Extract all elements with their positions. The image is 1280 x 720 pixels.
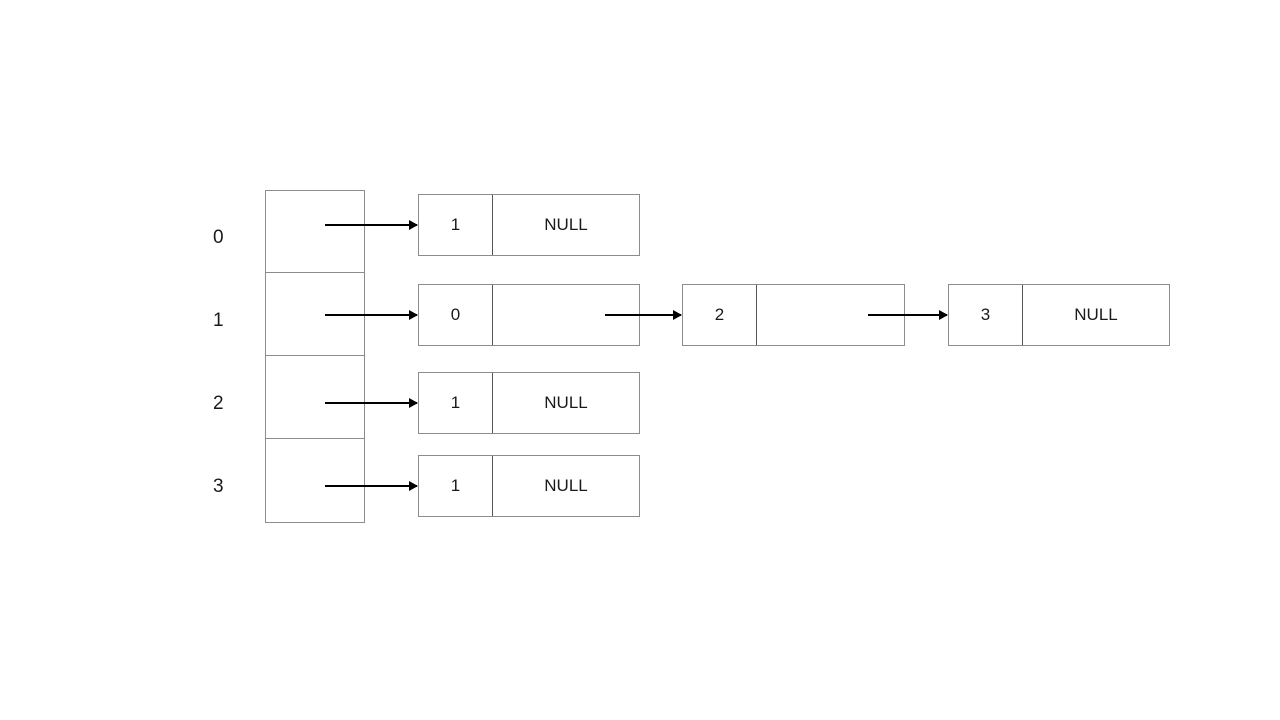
bucket-cell-2[interactable] <box>265 356 365 439</box>
bucket-index-label-2: 2 <box>213 393 224 414</box>
bucket-cell-0[interactable] <box>265 190 365 273</box>
node-key: 1 <box>419 456 493 516</box>
list-node-b1-n0[interactable]: 0 <box>418 284 640 346</box>
bucket-index-label-3: 3 <box>213 476 224 497</box>
node-value: NULL <box>544 393 588 412</box>
arrow-b1-n1-to-n2 <box>868 314 947 316</box>
node-key: 2 <box>683 285 757 345</box>
node-key: 1 <box>419 373 493 433</box>
arrow-bucket-3-to-node-0 <box>325 485 417 487</box>
list-node-b2-n0[interactable]: 1 NULL <box>418 372 640 434</box>
bucket-cell-3[interactable] <box>265 439 365 522</box>
list-node-b1-n2[interactable]: 3 NULL <box>948 284 1170 346</box>
arrow-bucket-1-to-node-0 <box>325 314 417 316</box>
list-node-b0-n0[interactable]: 1 NULL <box>418 194 640 256</box>
bucket-array <box>265 190 365 523</box>
node-value: NULL <box>544 476 588 495</box>
list-node-b3-n0[interactable]: 1 NULL <box>418 455 640 517</box>
arrow-bucket-0-to-node-0 <box>325 224 417 226</box>
node-key: 0 <box>419 285 493 345</box>
node-value: NULL <box>544 215 588 234</box>
arrow-bucket-2-to-node-0 <box>325 402 417 404</box>
arrow-b1-n0-to-n1 <box>605 314 681 316</box>
bucket-cell-1[interactable] <box>265 273 365 356</box>
node-key: 1 <box>419 195 493 255</box>
bucket-index-label-0: 0 <box>213 227 224 248</box>
node-value: NULL <box>1074 305 1118 324</box>
bucket-index-label-1: 1 <box>213 310 224 331</box>
node-key: 3 <box>949 285 1023 345</box>
